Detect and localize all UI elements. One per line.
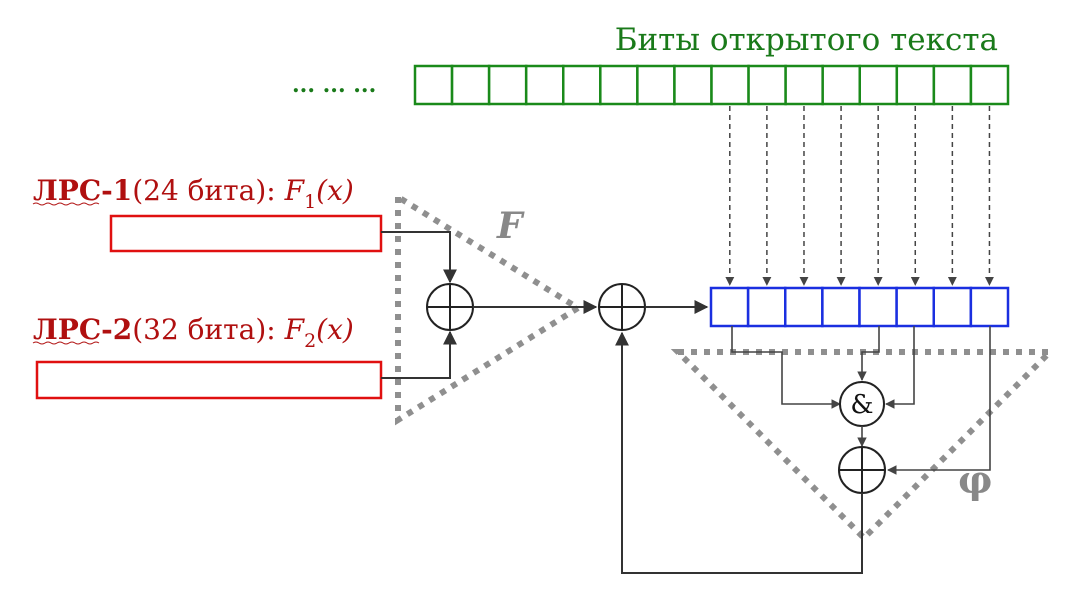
filter-phi-label: φ xyxy=(958,457,992,502)
plaintext-cell xyxy=(562,64,602,106)
lfsr2-size: (32 бита): xyxy=(132,313,284,346)
wire-feedback xyxy=(615,331,863,574)
wire-tap1-to-and xyxy=(731,326,841,409)
state-cell xyxy=(784,286,824,328)
plaintext-cell xyxy=(784,64,824,106)
and-gate: & xyxy=(839,381,885,427)
state-cell xyxy=(858,286,898,328)
lfsr1-name: ЛРС-1 xyxy=(33,174,132,207)
plaintext-cell xyxy=(636,64,676,106)
lfsr2-label: ЛРС-2(32 бита): F2(x) xyxy=(33,313,354,352)
plaintext-cell xyxy=(932,64,973,106)
lfsr1-func: F xyxy=(284,174,306,207)
filter-phi-triangle xyxy=(670,349,1058,543)
state-cell xyxy=(969,286,1010,328)
combiner-F-triangle xyxy=(395,191,584,426)
plaintext-cell xyxy=(413,64,454,106)
wire-tap5-to-and xyxy=(857,326,880,381)
wire-lfsr1-to-xor xyxy=(381,231,457,284)
lfsr1-size: (24 бита): xyxy=(132,174,284,207)
lfsr2-func: F xyxy=(284,313,306,346)
lfsr1-underline xyxy=(32,202,100,206)
lfsr1-label: ЛРС-1(24 бита): F1(x) xyxy=(33,174,354,213)
and-gate-symbol: & xyxy=(850,390,873,420)
wire-lfsr2-to-xor xyxy=(381,330,457,379)
state-cell xyxy=(709,286,750,328)
lfsr1-register xyxy=(109,214,383,253)
plaintext-cell xyxy=(895,64,936,106)
plaintext-cell xyxy=(599,64,639,106)
xor-gate-phi xyxy=(838,446,886,494)
state-cell xyxy=(895,286,935,328)
lfsr2-register xyxy=(35,360,383,400)
xor-gate-F xyxy=(426,283,474,331)
plaintext-cell xyxy=(487,64,528,106)
plaintext-cell xyxy=(450,64,491,106)
state-register xyxy=(709,286,1010,328)
plaintext-cell xyxy=(673,64,713,106)
plaintext-register xyxy=(413,64,1010,106)
plaintext-cell xyxy=(821,64,861,106)
wire-tap8-to-xor-phi xyxy=(887,326,991,475)
plaintext-cell xyxy=(858,64,899,106)
lfsr2-sub: 2 xyxy=(304,330,316,352)
lfsr2-name: ЛРС-2 xyxy=(33,313,132,346)
xor-gate-main xyxy=(598,283,646,331)
lfsr2-underline xyxy=(32,341,100,345)
plaintext-cell xyxy=(710,64,750,106)
plaintext-cell xyxy=(524,64,565,106)
plaintext-ellipsis: ... ... ... xyxy=(292,72,376,98)
state-cell xyxy=(746,286,787,328)
plaintext-cell xyxy=(969,64,1010,106)
wire-tap6-to-and xyxy=(885,326,915,409)
lfsr1-arg: (x) xyxy=(316,174,354,207)
plaintext-to-state-arrows xyxy=(725,106,994,286)
combiner-F-label: F xyxy=(496,205,525,247)
plaintext-label: Биты открытого текста xyxy=(615,22,998,58)
lfsr2-arg: (x) xyxy=(316,313,354,346)
state-cell xyxy=(821,286,861,328)
lfsr1-sub: 1 xyxy=(304,191,316,213)
state-cell xyxy=(932,286,973,328)
plaintext-cell xyxy=(747,64,787,106)
